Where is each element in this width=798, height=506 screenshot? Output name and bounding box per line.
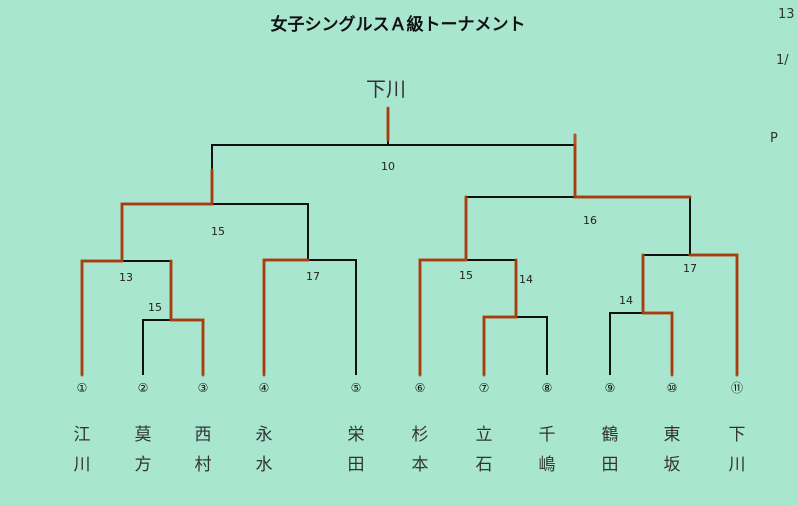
player-name: 東坂 <box>664 425 681 475</box>
match-score-label: 17 <box>683 262 697 275</box>
winner-path-highlights <box>80 106 739 377</box>
player-name: 栄田 <box>348 425 365 475</box>
bracket-segment <box>142 319 204 375</box>
match-score-label: 15 <box>459 269 473 282</box>
winner-path-segment <box>641 253 674 377</box>
player-number: ② <box>138 381 149 395</box>
player-number: ⑪ <box>731 381 743 395</box>
winner-path-segment <box>262 258 310 377</box>
match-score-label: 13 <box>119 271 133 284</box>
player-number: ⑥ <box>415 381 426 395</box>
bracket-segment <box>465 196 691 260</box>
winner-path-segment <box>688 253 739 377</box>
match-score-label: 17 <box>306 270 320 283</box>
player-number: ⑦ <box>479 381 490 395</box>
margin-mark-1: 13 <box>778 7 795 22</box>
player-name: 西村 <box>195 425 212 475</box>
player-number: ④ <box>259 381 270 395</box>
match-score-label: 15 <box>148 301 162 314</box>
match-score-label: 14 <box>519 273 533 286</box>
match-scores: 10 15 16 13 15 17 15 14 14 17 <box>119 160 697 314</box>
margin-mark-2: 1/ <box>776 53 789 68</box>
player-name: 杉本 <box>412 425 429 475</box>
match-score-label: 14 <box>619 294 633 307</box>
bracket-segment <box>483 316 548 375</box>
champion-name: 下川 <box>366 77 406 101</box>
player-number: ⑩ <box>667 381 678 395</box>
player-name: 江川 <box>74 425 91 475</box>
player-number: ⑤ <box>351 381 362 395</box>
winner-path-segment <box>418 258 468 377</box>
player-name: 永水 <box>256 425 273 475</box>
player-name: 立石 <box>476 425 493 475</box>
margin-mark-3: P <box>770 131 778 146</box>
match-score-label: 10 <box>381 160 395 173</box>
match-score-label: 15 <box>211 225 225 238</box>
winner-path-segment <box>169 259 205 377</box>
player-name: 千嶋 <box>539 425 556 475</box>
winner-path-segment <box>80 259 124 377</box>
player-name: 鶴田 <box>602 425 619 475</box>
winner-path-segment <box>120 168 214 263</box>
player-name: 莫方 <box>135 425 152 475</box>
match-score-label: 16 <box>583 214 597 227</box>
bracket-segment <box>211 144 576 204</box>
sheet-title: 女子シングルスＡ級トーナメント <box>271 14 526 35</box>
bracket-segment <box>609 312 673 375</box>
player-list: ① 江川 ② 莫方 ③ 西村 ④ 永水 ⑤ 栄田 ⑥ 杉本 ⑦ 立石 ⑧ 千嶋 ⑨ 鶴田 ⑩ 東坂 ⑪ 下川 <box>74 381 746 475</box>
player-number: ⑧ <box>542 381 553 395</box>
player-number: ⑨ <box>605 381 616 395</box>
player-number: ③ <box>198 381 209 395</box>
winner-path-segment <box>482 258 518 377</box>
player-number: ① <box>77 381 88 395</box>
bracket-lines <box>81 108 738 375</box>
winner-path-segment <box>573 143 692 199</box>
player-name: 下川 <box>729 425 746 475</box>
